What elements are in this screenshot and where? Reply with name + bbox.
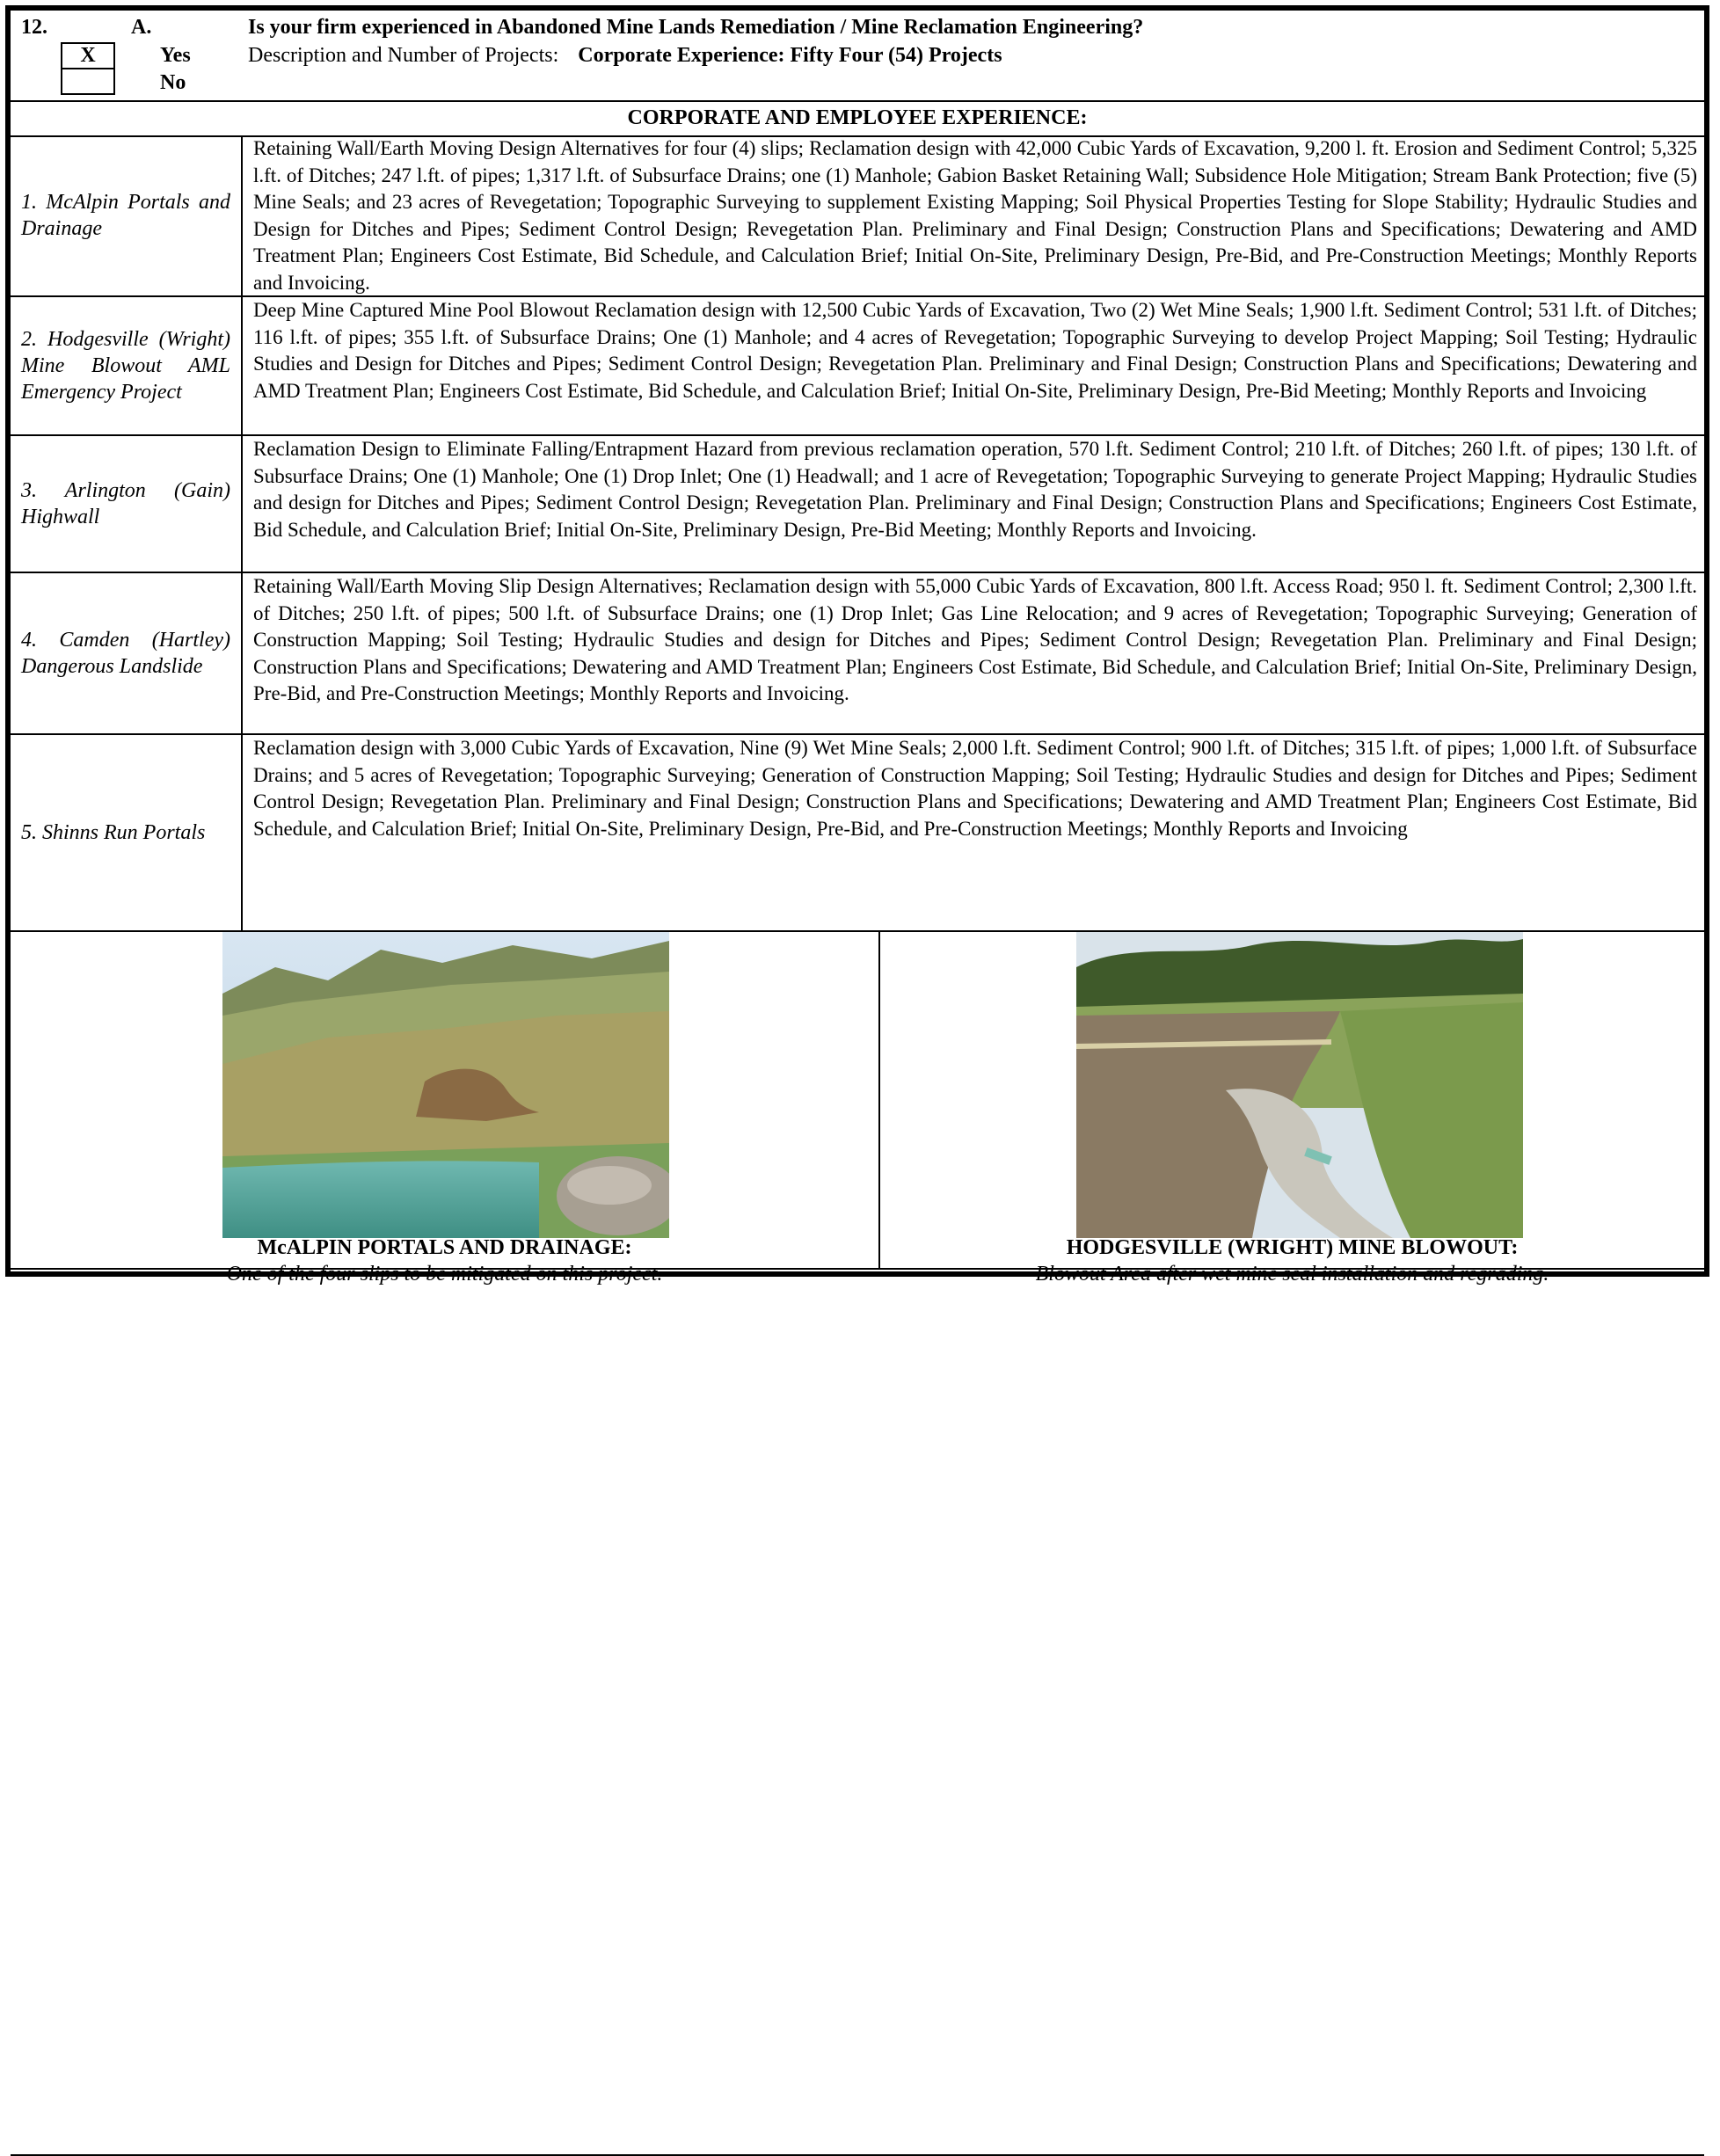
- hodgesville-caption: HODGESVILLE (WRIGHT) MINE BLOWOUT: Blowo…: [880, 1235, 1704, 1287]
- hodgesville-caption-title: HODGESVILLE (WRIGHT) MINE BLOWOUT:: [1066, 1236, 1519, 1259]
- project-name: 3. Arlington (Gain) Highwall: [11, 436, 243, 572]
- project-description: Reclamation Design to Eliminate Falling/…: [253, 438, 1697, 541]
- photo-section: [11, 932, 1704, 2156]
- project-name: 2. Hodgesville (Wright) Mine Blowout AML…: [11, 297, 243, 434]
- project-name: 5. Shinns Run Portals: [11, 735, 243, 930]
- project-description: Retaining Wall/Earth Moving Design Alter…: [253, 137, 1697, 294]
- question-number: 12.: [21, 16, 47, 39]
- question-letter: A.: [131, 16, 152, 39]
- mcalpin-photo: [222, 932, 669, 1238]
- yes-checkbox[interactable]: X: [61, 42, 115, 69]
- photo-divider: [878, 932, 880, 1268]
- project-description: Reclamation design with 3,000 Cubic Yard…: [253, 737, 1697, 840]
- form-page: 12. A. Is your firm experienced in Aband…: [5, 5, 1709, 2156]
- question-header: 12. A. Is your firm experienced in Aband…: [11, 11, 1704, 102]
- mcalpin-caption-title: McALPIN PORTALS AND DRAINAGE:: [257, 1236, 632, 1259]
- description-value: Corporate Experience: Fifty Four (54) Pr…: [578, 44, 1002, 67]
- project-row: 5. Shinns Run Portals Reclamation design…: [11, 735, 1704, 932]
- section-title: CORPORATE AND EMPLOYEE EXPERIENCE:: [11, 100, 1704, 137]
- project-name: 1. McAlpin Portals and Drainage: [11, 135, 243, 295]
- project-row: 4. Camden (Hartley) Dangerous Landslide …: [11, 573, 1704, 735]
- project-row: 3. Arlington (Gain) Highwall Reclamation…: [11, 436, 1704, 573]
- form-frame: 12. A. Is your firm experienced in Aband…: [5, 5, 1709, 2156]
- mcalpin-caption-subtitle: One of the four slips to be mitigated on…: [226, 1263, 663, 1286]
- hodgesville-photo: [1076, 932, 1523, 1238]
- project-description: Deep Mine Captured Mine Pool Blowout Rec…: [253, 299, 1697, 402]
- project-name: 4. Camden (Hartley) Dangerous Landslide: [11, 573, 243, 733]
- project-row: 1. McAlpin Portals and Drainage Retainin…: [11, 135, 1704, 297]
- no-checkbox[interactable]: [61, 68, 115, 95]
- project-description: Retaining Wall/Earth Moving Slip Design …: [253, 575, 1697, 704]
- yes-label: Yes: [160, 44, 191, 67]
- no-label: No: [160, 71, 186, 94]
- description-line: Description and Number of Projects: Corpo…: [248, 44, 1002, 68]
- hodgesville-caption-subtitle: Blowout Area after wet mine seal install…: [1035, 1263, 1549, 1286]
- description-label: Description and Number of Projects:: [248, 44, 559, 67]
- question-text: Is your firm experienced in Abandoned Mi…: [248, 16, 1144, 39]
- project-row: 2. Hodgesville (Wright) Mine Blowout AML…: [11, 297, 1704, 436]
- mcalpin-caption: McALPIN PORTALS AND DRAINAGE: One of the…: [11, 1235, 878, 1287]
